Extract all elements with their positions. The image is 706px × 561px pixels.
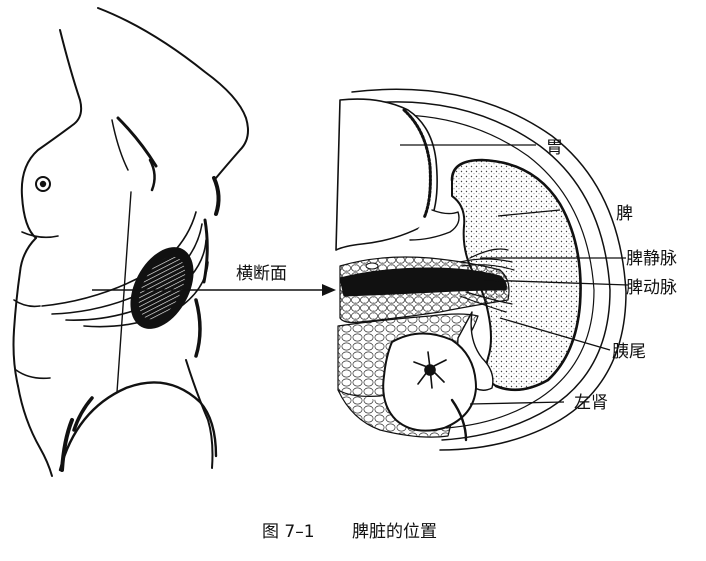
cross-section-label: 横断面 [236,264,287,284]
back-contour [97,7,249,179]
cross-section-arrow [92,284,336,296]
hip-contour [58,381,218,472]
leader-spleen [497,209,561,217]
label-left-kidney: 左肾 [574,393,608,413]
leader-pancreas-tail [499,317,611,351]
figure-title: 脾脏的位置 [352,522,437,542]
label-pancreas-tail: 胰尾 [612,342,646,362]
nipple [35,176,51,192]
leader-lines [400,144,629,405]
torso-illustration [12,7,249,477]
renal-pelvis [413,351,447,389]
cross-section-diagram [335,88,627,451]
label-stomach: 胃 [546,138,563,158]
stomach [335,98,438,251]
spleen-silhouette [130,247,194,329]
leader-splenic-artery [483,279,629,286]
figure-number: 图 7–1 [262,522,315,542]
splenic-vessels [339,267,507,297]
label-splenic-artery: 脾动脉 [626,278,677,298]
leader-left-kidney [469,401,565,405]
label-spleen: 脾 [616,204,633,224]
midaxillary-line [116,191,132,393]
label-splenic-vein: 脾静脉 [626,249,677,269]
left-kidney [382,332,477,432]
chest-contour [20,29,83,239]
